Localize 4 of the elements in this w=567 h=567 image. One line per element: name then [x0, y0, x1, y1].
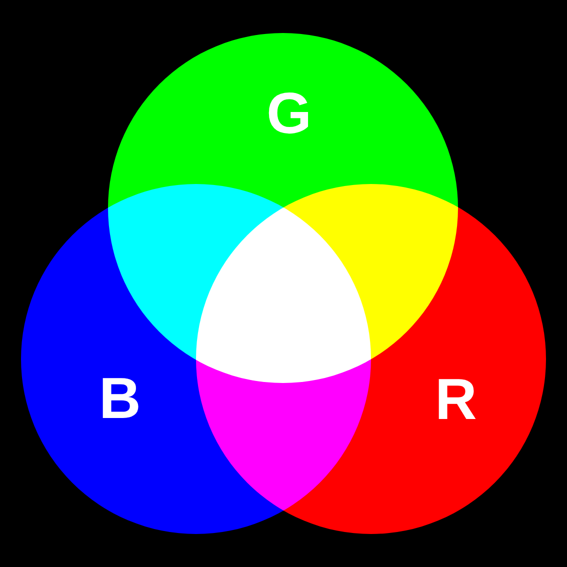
venn-circle [196, 184, 546, 534]
circle-label: B [99, 370, 141, 428]
circle-label: G [266, 85, 312, 143]
circle-label: R [435, 371, 477, 429]
